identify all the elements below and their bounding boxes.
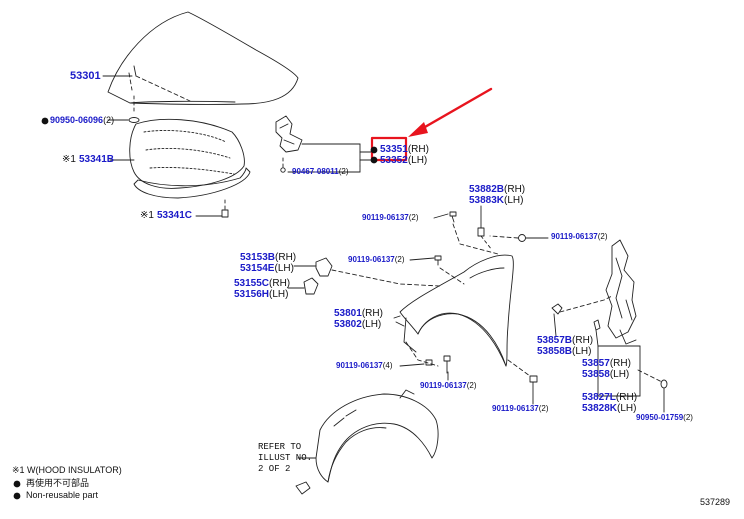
bracket-53153-drawing	[315, 257, 333, 277]
label-bottom-clip: 90950-01759(2)	[636, 413, 693, 422]
label-hood-bolt: 90950-06096(2)	[50, 115, 115, 125]
nonreuse-dot-hood-bolt	[41, 117, 49, 125]
label-fender-lh: 53802(LH)	[334, 319, 382, 330]
bolt-d-drawing	[425, 359, 433, 366]
hood-bolt-washer	[128, 117, 140, 123]
bottom-clip-drawing	[660, 379, 668, 389]
label-bolt-d: 90119-06137(4)	[336, 361, 393, 370]
label-bracket-53155-rh: 53155C(RH)	[234, 278, 291, 289]
fender-liner-drawing	[315, 393, 439, 483]
label-hinge-bolt: 90467-08011(2)	[292, 167, 349, 176]
fender-clip-drawing	[477, 227, 485, 237]
legend-nonreuse-dot-2	[13, 492, 21, 500]
label-panel2: 53827L(RH) 53828K(LH)	[582, 392, 637, 414]
hood-drawing	[107, 11, 299, 105]
label-bolt-c: 90119-06137(2)	[348, 255, 405, 264]
refer-note: REFER TO ILLUST NO. 2 OF 2	[258, 442, 313, 474]
label-fender-clip-rh: 53882B(RH)	[469, 184, 526, 195]
label-fender-clip: 53882B(RH) 53883K(LH)	[469, 184, 525, 206]
nonreuse-dot-bracket-lh	[370, 156, 378, 164]
label-bolt-a: 90119-06137(2)	[362, 213, 419, 222]
legend-nonreuse-en: Non-reusable part	[26, 490, 99, 500]
fender-drawing	[399, 254, 514, 367]
label-bracket-53153-rh: 53153B(RH)	[240, 252, 297, 263]
label-seal: 53857B(RH) 53858B(LH)	[537, 335, 593, 357]
label-bracket-53154-lh: 53154E(LH)	[240, 263, 294, 274]
label-fender: 53801(RH) 53802(LH)	[334, 308, 383, 330]
label-panel-rh: 53857(RH)	[582, 358, 631, 369]
label-bolt-b: 90119-06137(2)	[551, 232, 608, 241]
bolt-f-drawing	[529, 375, 538, 383]
bolt-a-drawing	[449, 211, 457, 223]
label-panel: 53857(RH) 53858(LH)	[582, 358, 631, 380]
label-panel2-rh: 53827L(RH)	[582, 392, 638, 403]
label-hood-hinge-lh: 53352(LH)	[380, 155, 428, 166]
label-bracket-53155: 53155C(RH) 53156H(LH)	[234, 278, 290, 300]
bolt-b-drawing	[518, 234, 526, 242]
label-seal-rh: 53857B(RH)	[537, 335, 594, 346]
bolt-c-drawing	[434, 255, 442, 266]
label-panel-lh: 53858(LH)	[582, 369, 630, 380]
label-seal-lh: 53858B(LH)	[537, 346, 592, 357]
hood-hinge-drawing	[275, 115, 303, 153]
seal-drawing	[551, 303, 563, 315]
legend-nonreuse-jp: 再使用不可部品	[26, 478, 90, 488]
insulator-c-clip	[221, 209, 229, 218]
label-fender-clip-lh: 53883K(LH)	[469, 195, 524, 206]
label-bolt-f: 90119-06137(2)	[492, 404, 549, 413]
label-hood-hinge-rh: 53351(RH)	[380, 144, 429, 155]
label-bracket-53156-lh: 53156H(LH)	[234, 289, 289, 300]
diagram-id: 537289	[700, 497, 731, 507]
bracket-53155-drawing	[303, 277, 319, 295]
bolt-e-drawing	[443, 355, 451, 374]
nonreuse-dot-bracket-rh	[370, 146, 378, 154]
label-hood: 53301	[70, 70, 101, 82]
highlight-arrow-shaft	[416, 87, 493, 133]
label-hood-hinge: 53351(RH) 53352(LH)	[380, 144, 429, 166]
legend-insulator-note: ※1 W(HOOD INSULATOR)	[12, 465, 122, 475]
label-bracket-53153: 53153B(RH) 53154E(LH)	[240, 252, 296, 274]
label-fender-rh: 53801(RH)	[334, 308, 383, 319]
legend-nonreuse-dot-1	[13, 480, 21, 488]
insulator-b-drawing	[129, 118, 245, 189]
fender-panel-drawing	[605, 239, 637, 339]
label-bolt-e: 90119-06137(2)	[420, 381, 477, 390]
label-panel2-lh: 53828K(LH)	[582, 403, 637, 414]
highlight-arrow-head	[408, 122, 428, 137]
